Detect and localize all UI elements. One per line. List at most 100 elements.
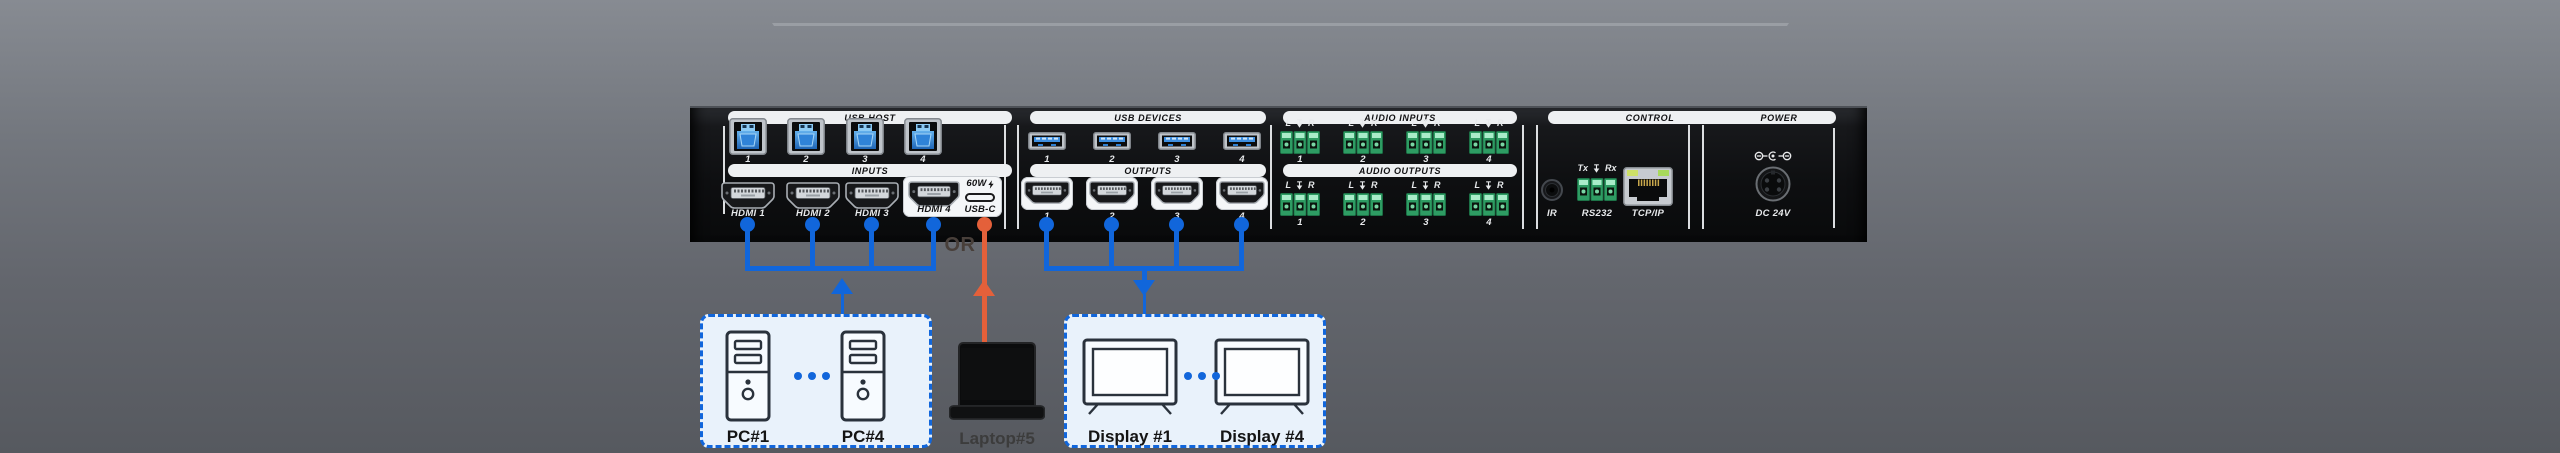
device-to-display-arrow [1133, 280, 1155, 296]
hdmi-port-icon [1154, 181, 1200, 204]
display-arrow-stem-bottom [1143, 294, 1146, 318]
usb-a-port-icon [1028, 132, 1066, 150]
out3-plug [1169, 217, 1184, 232]
ellipsis-dots [794, 372, 830, 380]
usbc-plug [977, 217, 992, 232]
usb-a-port-icon [1093, 132, 1131, 150]
out2-cable [1109, 226, 1114, 270]
port-number: 4 [1239, 154, 1245, 165]
port-label: TCP/IP [1631, 208, 1665, 219]
hdmi2-plug [805, 217, 820, 232]
laptop-label: Laptop#5 [959, 429, 1035, 448]
port-label: RS232 [1581, 208, 1613, 219]
usbc-power-label: 60W [953, 179, 1007, 189]
port-number: 3 [1423, 154, 1429, 165]
display1-label: Display #1 [1087, 427, 1173, 446]
pc-tower-icon [725, 330, 771, 422]
hdmi2-cable [810, 226, 815, 270]
bolt-icon [988, 180, 994, 189]
hdmi-port-icon [786, 182, 840, 209]
ellipsis-dots [1184, 372, 1220, 380]
port-number: 1 [1044, 154, 1050, 165]
pc-to-device-arrow [831, 278, 853, 294]
usbc-port-icon [965, 193, 995, 202]
port-label: HDMI 3 [855, 208, 889, 219]
port-number: 2 [1360, 217, 1366, 228]
phoenix-connector-icon [1469, 191, 1509, 216]
section-audio-inputs: AUDIO INPUTS [1283, 111, 1517, 124]
port-number: 2 [1109, 154, 1115, 165]
ground-icon [1296, 119, 1303, 128]
phoenix-connector-icon [1343, 191, 1383, 216]
divider [1688, 125, 1690, 229]
section-inputs: INPUTS [728, 164, 1012, 177]
port-label: USB-C [964, 204, 996, 215]
ground-icon [1593, 164, 1600, 173]
port-number: 1 [1297, 154, 1303, 165]
port-number: 2 [1086, 212, 1138, 222]
port-number: 4 [1216, 212, 1268, 222]
display-arrow-stem-top [1142, 269, 1147, 281]
section-power: POWER [1722, 111, 1836, 124]
pc-tower-icon [840, 330, 886, 422]
hdmi-port-icon [1089, 181, 1135, 204]
out1-cable [1044, 226, 1049, 270]
polarity-icon [1754, 150, 1792, 162]
out1-plug [1039, 217, 1054, 232]
usb-b-port-icon [729, 118, 767, 155]
port-label: HDMI 4 [917, 204, 951, 215]
ground-icon [1422, 181, 1429, 190]
ground-icon [1359, 181, 1366, 190]
divider [723, 126, 725, 214]
laptop-to-device-arrow [973, 280, 995, 296]
port-label: HDMI 1 [731, 208, 765, 219]
dc-power-port-icon [1755, 166, 1791, 202]
phoenix-connector-icon [1343, 129, 1383, 154]
phoenix-connector-icon [1577, 176, 1617, 201]
port-label: DC 24V [1755, 208, 1791, 219]
phoenix-connector-icon [1406, 191, 1446, 216]
divider [1702, 125, 1704, 229]
divider [1004, 125, 1006, 229]
port-number: 3 [1423, 217, 1429, 228]
divider [1017, 125, 1019, 229]
divider [1833, 128, 1835, 228]
pc4-label: PC#4 [841, 427, 885, 446]
divider [1522, 125, 1524, 229]
section-audio-outputs: AUDIO OUTPUTS [1283, 164, 1517, 177]
hdmi3-plug [864, 217, 879, 232]
usb-b-port-icon [846, 118, 884, 155]
usb-a-port-icon [1158, 132, 1196, 150]
port-number: 4 [920, 154, 926, 165]
pc-arrow-stem [841, 294, 844, 316]
section-usb-devices: USB DEVICES [1030, 111, 1266, 124]
phoenix-connector-icon [1406, 129, 1446, 154]
hdmi3-cable [869, 226, 874, 270]
section-control: CONTROL [1548, 111, 1752, 124]
port-number: 1 [1297, 217, 1303, 228]
port-number: 4 [1486, 217, 1492, 228]
port-number: 3 [862, 154, 868, 165]
hdmi1-cable [745, 226, 750, 270]
port-number: 1 [745, 154, 751, 165]
phoenix-connector-icon [1280, 129, 1320, 154]
input-cable-bus [745, 266, 936, 271]
out3-cable [1174, 226, 1179, 270]
hdmi-port-icon [721, 182, 775, 209]
pc1-label: PC#1 [726, 427, 770, 446]
phoenix-connector-icon [1469, 129, 1509, 154]
phoenix-connector-icon [1280, 191, 1320, 216]
out4-plug [1234, 217, 1249, 232]
port-label: IR [1546, 208, 1558, 219]
hdmi-port-icon [845, 182, 899, 209]
